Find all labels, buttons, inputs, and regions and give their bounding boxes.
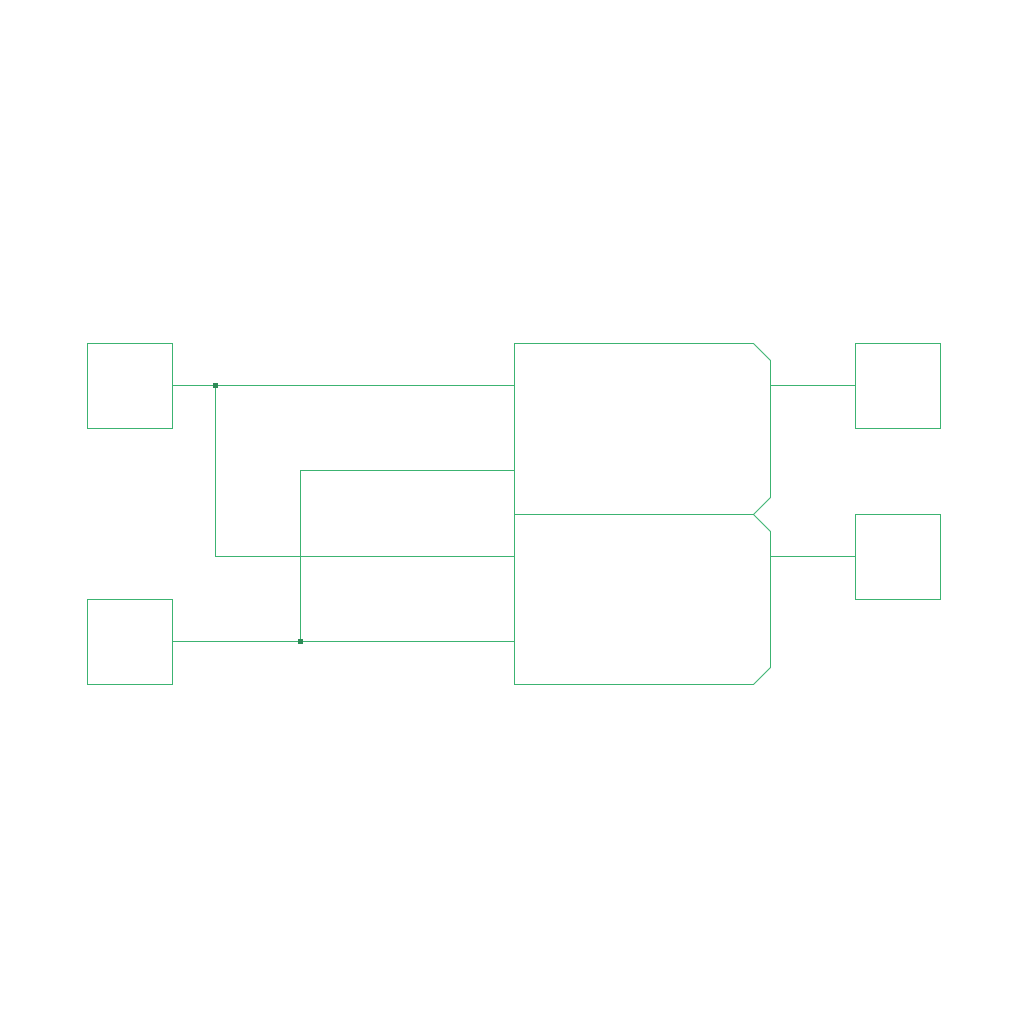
input-box-bottom <box>87 599 173 685</box>
junction-dot-bottom <box>298 639 303 644</box>
wire-input-top-branch-to-block-lower <box>215 385 515 557</box>
input-box-top <box>87 343 173 429</box>
output-box-top <box>855 343 941 429</box>
wire-input-bottom-branch-to-block-upper <box>300 470 515 642</box>
block-upper <box>514 343 771 515</box>
junction-dot-top <box>213 383 218 388</box>
output-box-bottom <box>855 514 941 600</box>
block-lower <box>514 514 771 685</box>
